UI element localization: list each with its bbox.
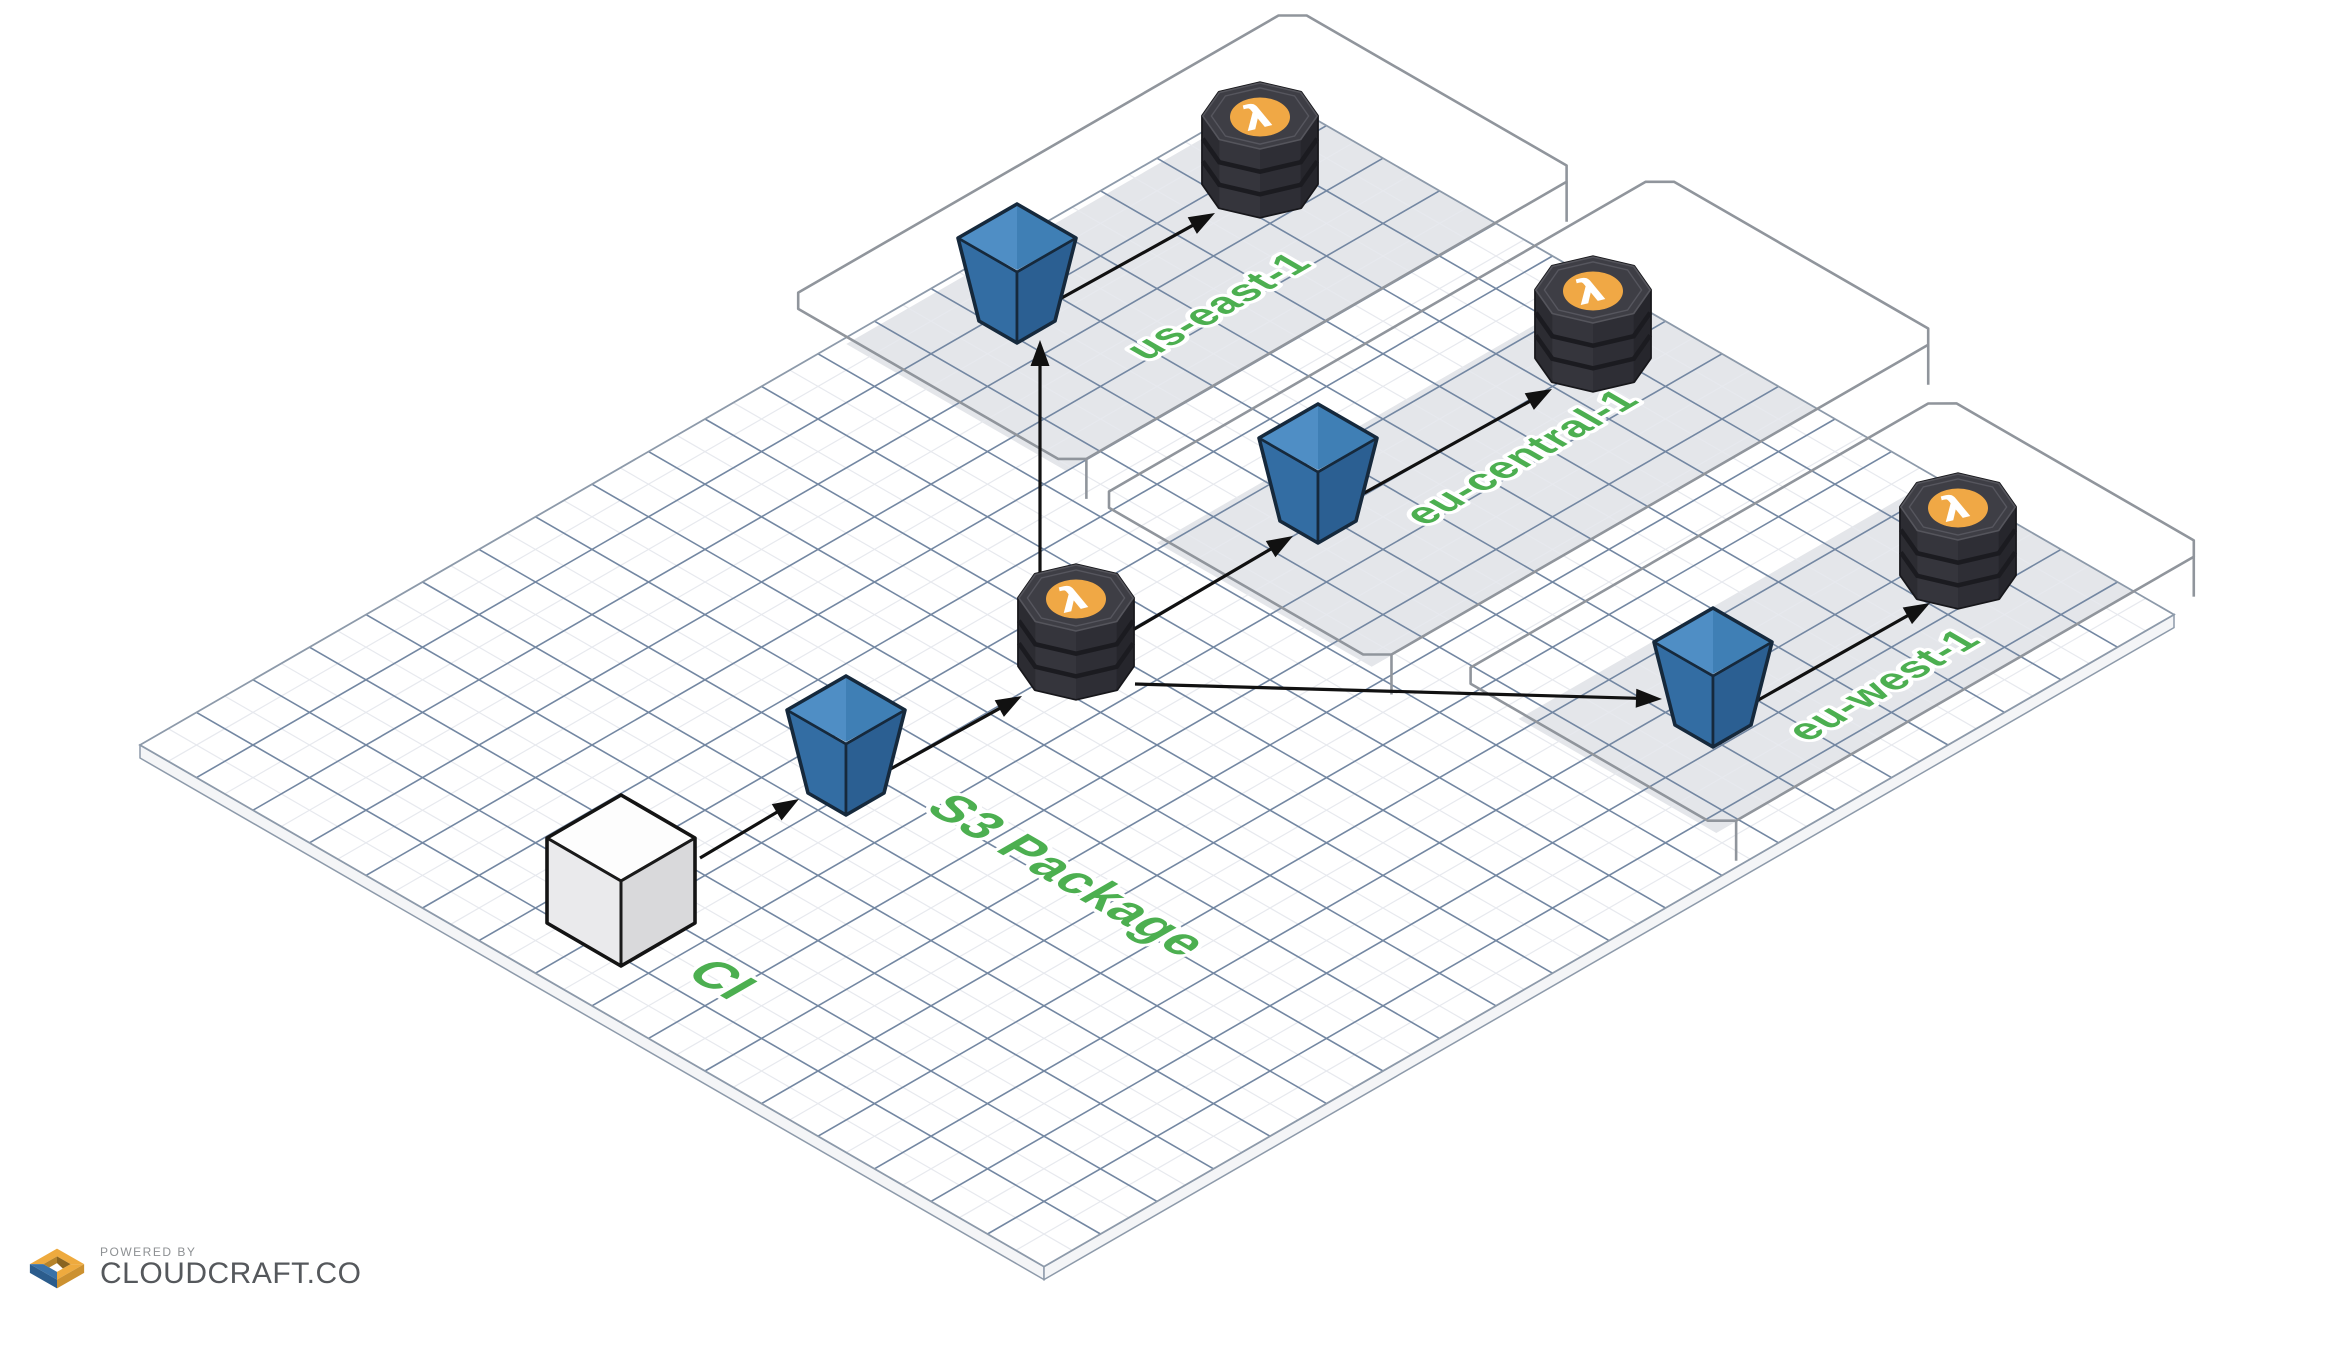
region-us-east-1[interactable] — [796, 14, 1568, 499]
edge-bucket-us-east-1-to-lambda-us-east-1[interactable] — [1057, 213, 1215, 302]
floor-outline — [138, 91, 2176, 1268]
node-lambda-eu-central-1[interactable]: λ — [1533, 255, 1653, 393]
edge-lambda-fanout-to-bucket-eu-west-1[interactable] — [1134, 682, 1662, 708]
node-lambda-eu-west-1[interactable]: λ — [1898, 472, 2018, 610]
node-ci[interactable] — [545, 793, 697, 968]
cloudcraft-logo[interactable]: POWERED BY CLOUDCRAFT.CO — [26, 1242, 362, 1294]
node-s3-package[interactable] — [785, 674, 907, 817]
node-bucket-eu-west-1[interactable] — [1652, 606, 1774, 749]
powered-by-label: POWERED BY — [100, 1245, 197, 1259]
region-eu-central-1[interactable] — [1107, 180, 1930, 695]
nodes: λ λ λ λ — [545, 81, 2018, 968]
node-bucket-us-east-1[interactable] — [956, 202, 1078, 345]
connections — [699, 213, 1930, 860]
node-bucket-eu-central-1[interactable] — [1257, 402, 1379, 545]
node-lambda-us-east-1[interactable]: λ — [1200, 81, 1320, 219]
node-lambda-fanout[interactable]: λ — [1016, 563, 1136, 701]
edge-bucket-eu-west-1-to-lambda-eu-west-1[interactable] — [1752, 603, 1930, 705]
edge-ci-to-s3-package[interactable] — [699, 799, 799, 860]
region-eu-west-1[interactable] — [1469, 402, 2196, 861]
region-fill-eu-central-1 — [1157, 249, 1881, 667]
region-fill-us-east-1 — [846, 93, 1519, 472]
brand-label: CLOUDCRAFT.CO — [100, 1257, 362, 1290]
cloudcraft-logo-icon — [29, 1248, 85, 1289]
edge-bucket-eu-central-1-to-lambda-eu-central-1[interactable] — [1356, 389, 1552, 499]
edge-s3-package-to-lambda-fanout[interactable] — [884, 696, 1022, 774]
